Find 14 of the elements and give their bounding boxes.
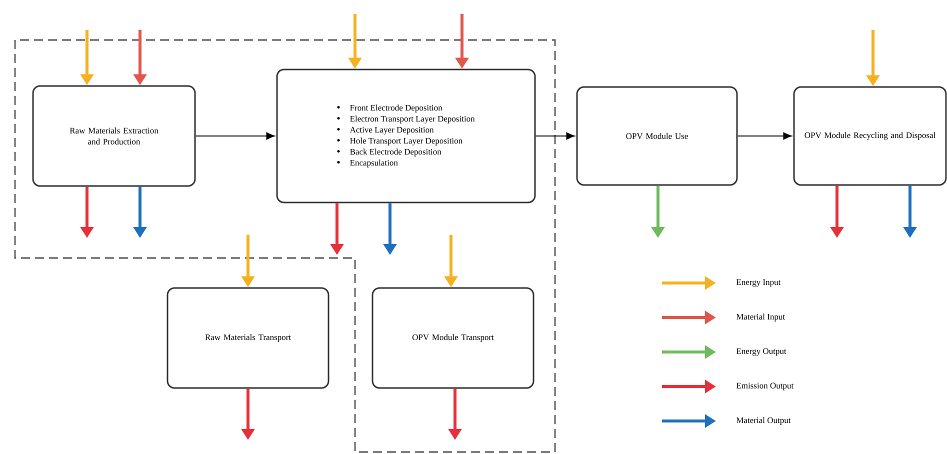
legend-label: Material Input [736,314,785,322]
process-box: Raw Materials Transport [166,287,330,389]
legend-label: Energy Input [736,279,781,287]
legend-label: Material Output [736,417,791,425]
arrow [738,132,792,140]
process-box: OPV Module Recycling and Disposal [793,86,947,186]
process-box: Raw Materials Extraction and Production [32,85,196,187]
arrow [536,132,575,140]
process-box: OPV Module Transport [372,287,534,389]
legend-label: Energy Output [736,348,786,356]
process-box: Front Electrode Deposition Electron Transport Layer Deposition Active Layer Deposition Hole Transport Layer Deposition Back Electrode Deposition Encapsulation [276,68,536,204]
legend-label: Emission Output [736,382,794,390]
process-box: OPV Module Use [576,86,738,186]
arrow [196,132,275,140]
